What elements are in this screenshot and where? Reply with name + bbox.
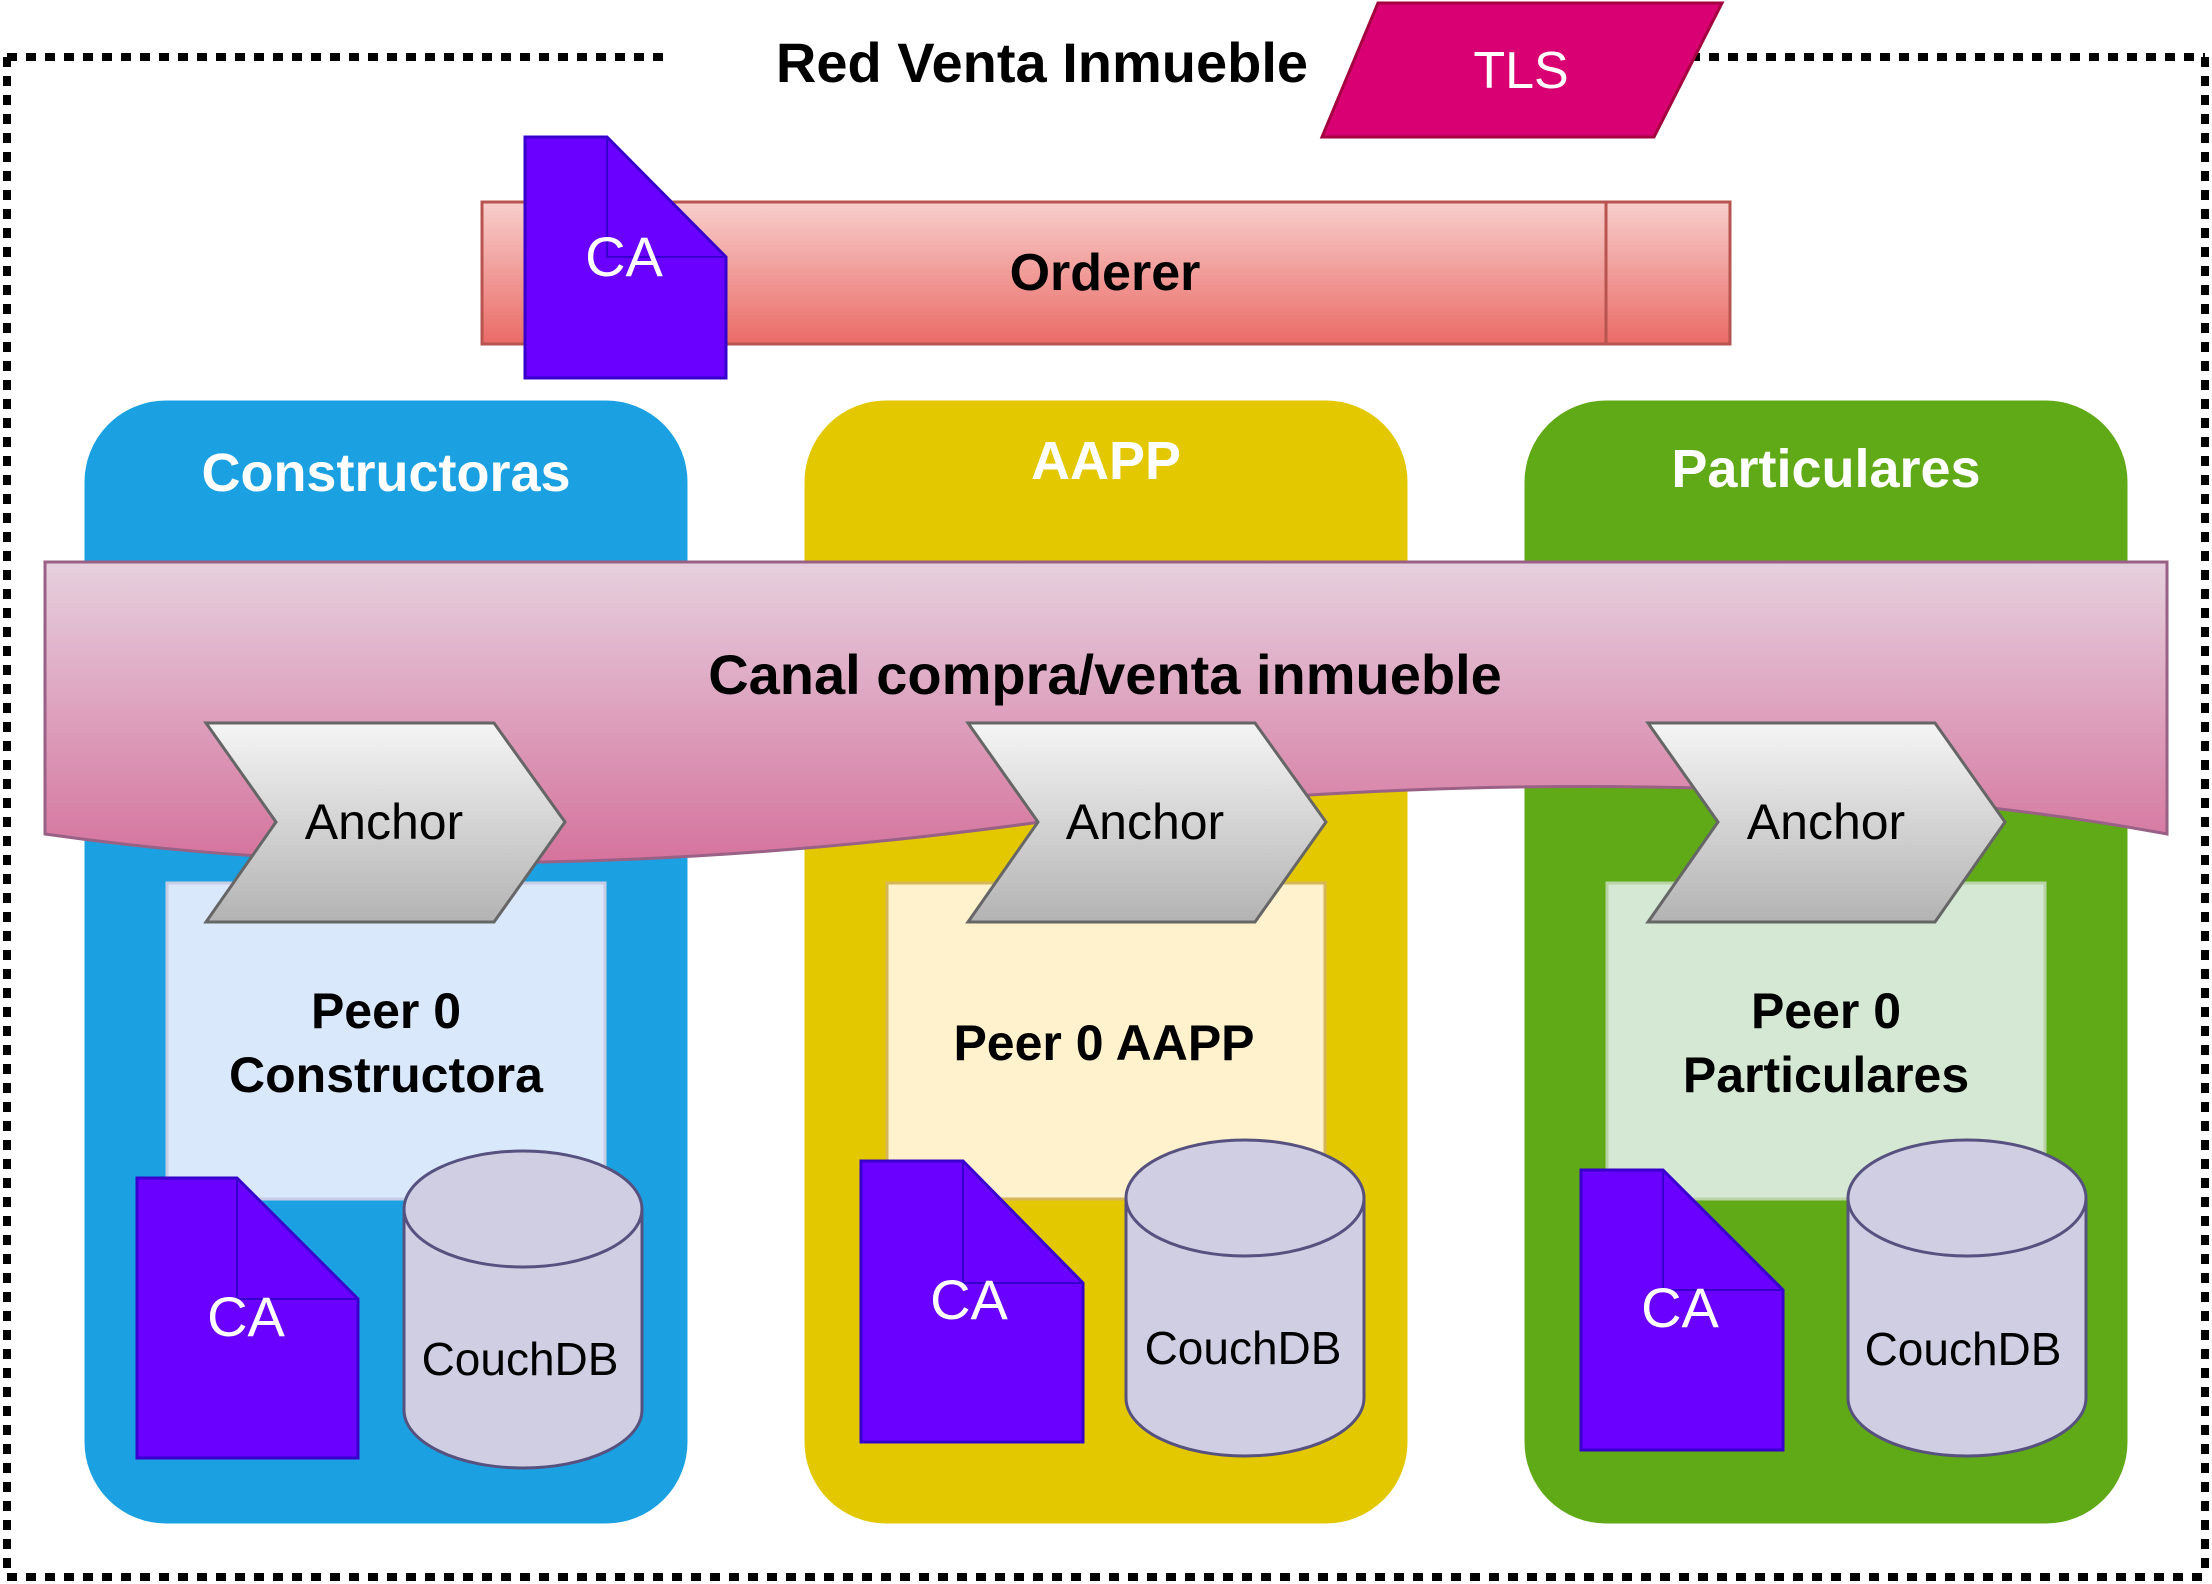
aapp-couchdb-label: CouchDB <box>1145 1322 1342 1374</box>
org-aapp-title: AAPP <box>1031 431 1181 491</box>
orderer-ca-fold <box>606 137 726 258</box>
constructoras-ca-icon <box>135 1176 360 1460</box>
peer-particulares-line-1: Peer 0 <box>1751 983 1901 1039</box>
tls-label: TLS <box>1473 42 1568 100</box>
aapp-ca-label: CA <box>930 1268 1008 1331</box>
channel-label: Canal compra/venta inmueble <box>708 643 1502 706</box>
anchor-aapp-shape <box>965 721 1328 924</box>
aapp-couchdb-icon <box>1124 1138 1366 1458</box>
constructoras-ca-fold <box>236 1178 358 1300</box>
orderer-ca-document: CA <box>523 135 728 380</box>
constructoras-ca-label: CA <box>207 1285 285 1348</box>
network-title: Red Venta Inmueble <box>776 31 1308 94</box>
anchor-aapp-label: Anchor <box>1066 794 1224 850</box>
constructoras-couchdb-label: CouchDB <box>422 1333 619 1385</box>
anchor-particulares: Anchor <box>1645 721 2007 924</box>
aapp-ca-fold <box>962 1161 1083 1284</box>
peer-constructora-line-2: Constructora <box>229 1047 544 1103</box>
network-boundary <box>3 53 2209 1581</box>
tls-badge: TLS <box>1319 1 1725 139</box>
orderer-ca-label: CA <box>585 225 663 288</box>
anchor-aapp: Anchor <box>965 721 1328 924</box>
peer-aapp-line-1: Peer 0 AAPP <box>953 1015 1254 1071</box>
org-particulares-title: Particulares <box>1671 439 1980 499</box>
orderer-label: Orderer <box>1010 244 1201 302</box>
particulares-couchdb-label: CouchDB <box>1865 1323 2062 1375</box>
aapp-ca-icon <box>859 1159 1085 1444</box>
peer-particulares-line-2: Particulares <box>1683 1047 1969 1103</box>
anchor-constructoras: Anchor <box>203 721 567 924</box>
anchor-particulares-shape <box>1645 721 2007 924</box>
org-constructoras-title: Constructoras <box>201 443 570 503</box>
peer-constructora-box <box>165 881 607 1201</box>
particulares-ca-fold <box>1662 1170 1783 1291</box>
anchor-constructoras-shape <box>203 721 567 924</box>
particulares-ca-icon <box>1579 1168 1785 1452</box>
anchor-constructoras-label: Anchor <box>305 794 463 850</box>
tls-shape <box>1319 1 1725 139</box>
constructoras-couchdb-icon <box>402 1149 644 1470</box>
particulares-ca-label: CA <box>1641 1276 1719 1339</box>
anchor-particulares-label: Anchor <box>1747 794 1905 850</box>
particulares-couchdb-icon <box>1846 1138 2088 1458</box>
peer-constructora-line-1: Peer 0 <box>311 983 461 1039</box>
